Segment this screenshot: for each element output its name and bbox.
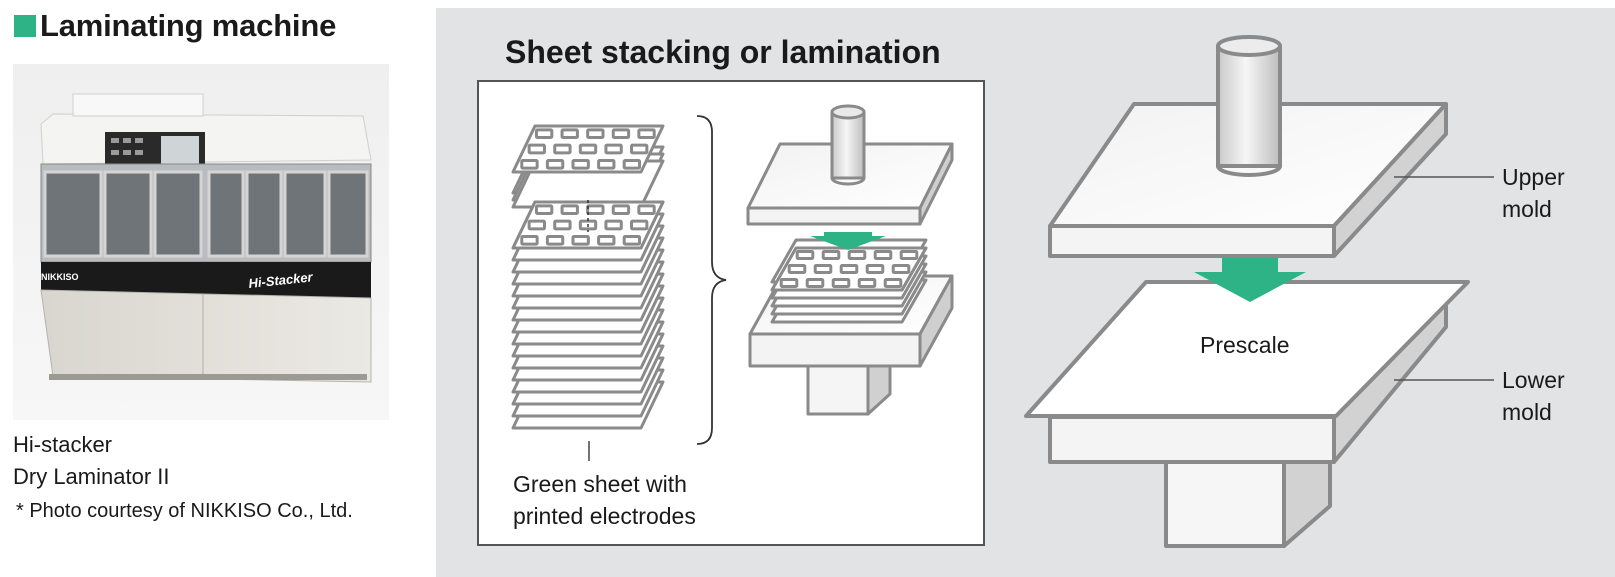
electrode-pad (604, 219, 623, 231)
photo-credit: * Photo courtesy of NIKKISO Co., Ltd. (16, 500, 353, 522)
panel-title: Sheet stacking or lamination (505, 34, 941, 70)
electrode-pad (520, 235, 539, 246)
electrode-pad (553, 219, 572, 231)
electrode-pad (597, 235, 616, 246)
green-sheet-stack (511, 124, 665, 430)
lower-mold-line2: mold (1502, 399, 1552, 425)
small-press-arrow (810, 232, 886, 250)
electrode-pad (630, 143, 649, 155)
electrode-pad (571, 235, 590, 246)
electrode-pad (847, 250, 867, 260)
electrode-pad (527, 143, 546, 155)
electrode-pad (622, 235, 642, 246)
electrode-pad (534, 128, 554, 139)
electrode-pad (637, 128, 656, 139)
upper-mold-line1: Upper (1502, 164, 1565, 190)
electrode-pad (586, 204, 605, 215)
electrode-pad (560, 204, 579, 215)
electrode-pad (857, 278, 877, 288)
electrode-pad (611, 128, 631, 139)
hi-stacker-logo: Hi-Stacker (248, 269, 314, 291)
electrode-pad (586, 128, 605, 139)
photo-caption-line2: Dry Laminator II (13, 464, 170, 489)
electrode-pad (891, 264, 911, 274)
laminator-photo: NIKKISO Hi-Stacker (13, 64, 389, 420)
section-title: Laminating machine (40, 8, 337, 43)
electrode-pad (553, 143, 572, 155)
electrode-pad (578, 143, 598, 155)
large-press (1024, 35, 1470, 548)
electrode-pad (787, 264, 807, 274)
electrode-pad (520, 159, 539, 170)
section-header: Laminating machine (14, 6, 336, 46)
green-sheet-label-line2: printed electrodes (513, 503, 696, 529)
electrode-pad (545, 159, 565, 170)
electrode-pad (637, 204, 656, 215)
green-square-marker (14, 15, 36, 37)
nikkiso-logo: NIKKISO (41, 272, 79, 282)
lower-mold-label: Lower mold (1502, 364, 1565, 428)
electrode-pad (883, 278, 903, 288)
upper-mold-label: Upper mold (1502, 161, 1565, 225)
electrode-pad (571, 159, 590, 170)
electrode-pad (630, 219, 649, 231)
electrode-pad (795, 250, 815, 260)
grouping-brace (696, 115, 727, 445)
upper-mold-line2: mold (1502, 196, 1552, 222)
lower-mold-line1: Lower (1502, 367, 1565, 393)
electrode-pad (813, 264, 833, 274)
electrode-pad (534, 204, 554, 215)
electrode-pad (873, 250, 893, 260)
electrode-pad (611, 204, 631, 215)
electrode-pad (865, 264, 885, 274)
electrode-pad (604, 143, 623, 155)
electrode-pad (560, 128, 579, 139)
electrode-pad (831, 278, 851, 288)
electrode-pad (839, 264, 859, 274)
electrode-pad (899, 250, 919, 260)
small-stack-on-press (770, 238, 928, 324)
electrode-pad (779, 278, 799, 288)
large-press-arrow (1194, 258, 1306, 302)
green-sheet-label-line1: Green sheet with (513, 471, 687, 497)
electrode-pad (622, 159, 642, 170)
electrode-pad (545, 235, 565, 246)
electrode-pad (821, 250, 841, 260)
electrode-pad (597, 159, 616, 170)
electrode-pad (805, 278, 825, 288)
electrode-pad (527, 219, 546, 231)
photo-caption-line1: Hi-stacker (13, 432, 113, 457)
prescale-label: Prescale (1200, 332, 1290, 358)
green-sheet-label: Green sheet with printed electrodes (513, 468, 696, 532)
